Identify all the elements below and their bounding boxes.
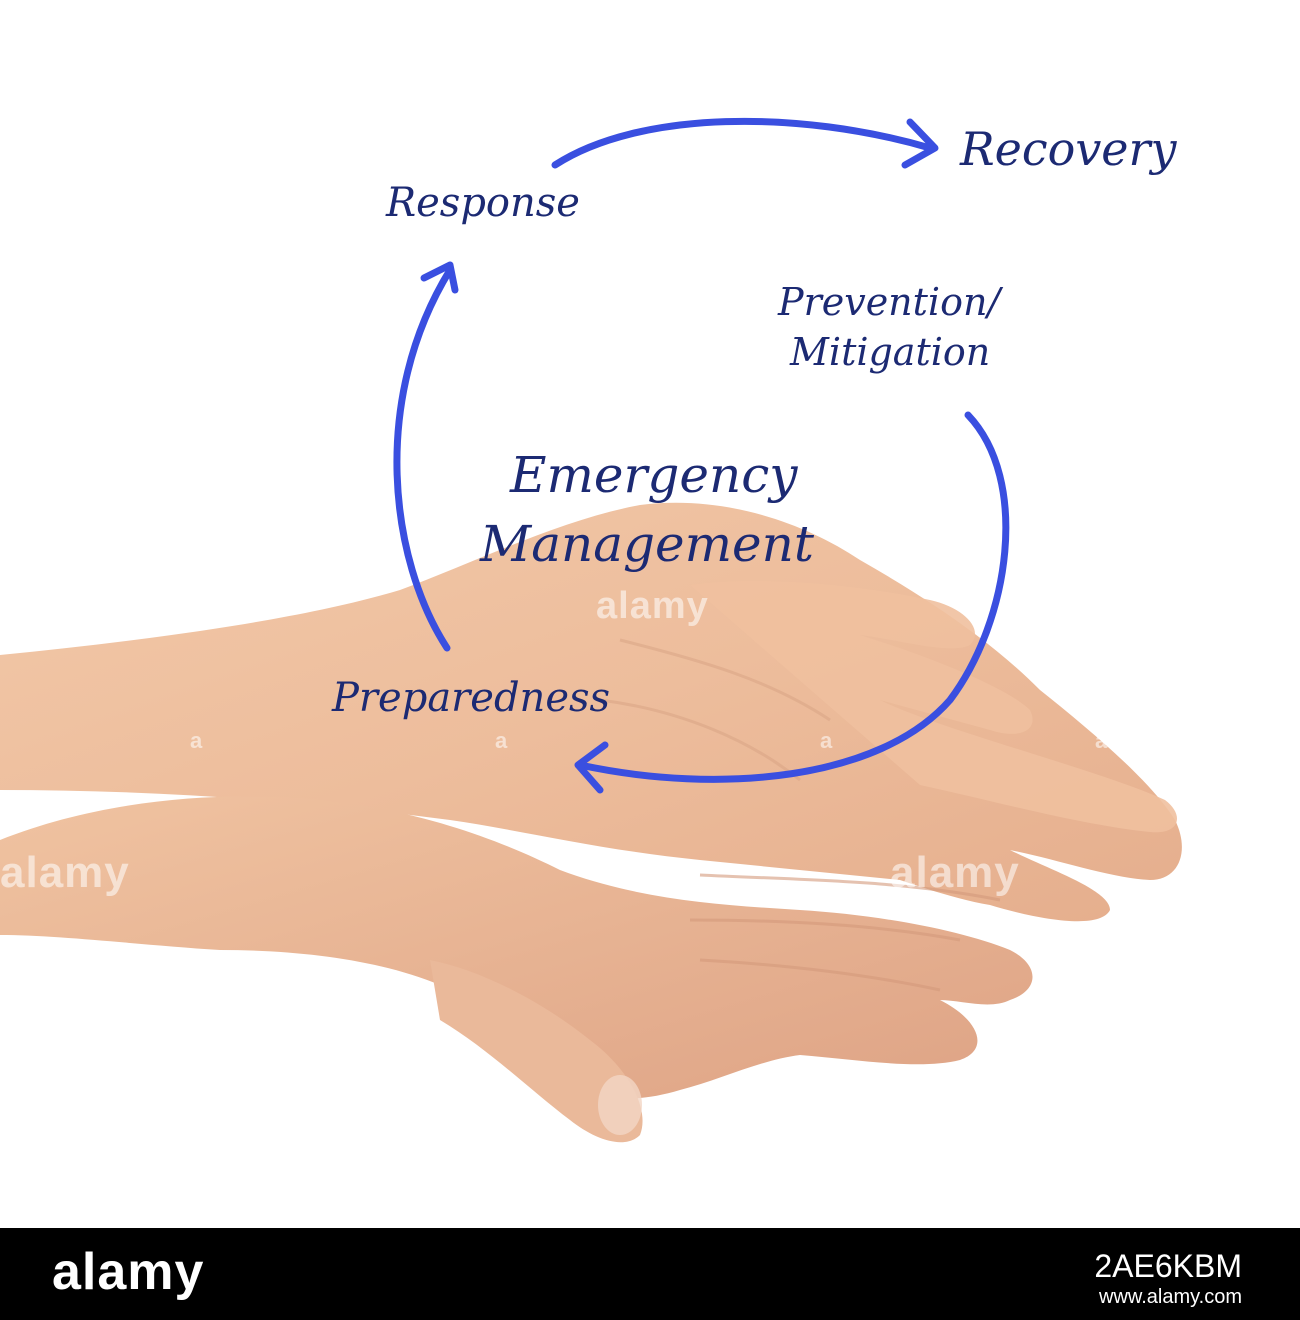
arrow-response-to-recovery <box>551 117 934 169</box>
center-title-line2: Management <box>480 515 814 573</box>
label-recovery: Recovery <box>960 122 1177 176</box>
hands-photo <box>0 502 1182 1143</box>
watermark-left: alamy <box>0 848 130 897</box>
arrow-prevention-to-preparedness <box>576 411 1010 783</box>
cycle-arrows <box>393 117 1010 794</box>
label-prevention-line1: Prevention/ <box>778 280 1001 324</box>
center-title-line1: Emergency <box>510 446 798 504</box>
label-preparedness: Preparedness <box>332 675 611 721</box>
site-url: www.alamy.com <box>1099 1286 1242 1308</box>
watermark-mark-4: a <box>1095 728 1108 753</box>
watermark-right: alamy <box>890 848 1020 897</box>
arrowhead-response <box>420 261 459 294</box>
arrow-preparedness-to-response <box>393 266 454 652</box>
watermark-mark-3: a <box>495 728 508 753</box>
arrowhead-recovery <box>901 118 939 169</box>
upper-fingers <box>690 580 1177 833</box>
stock-footer-bar: alamy 2AE6KBM www.alamy.com <box>0 1228 1300 1320</box>
lower-hand <box>0 796 1033 1099</box>
watermark-mark-2: a <box>820 728 833 753</box>
label-prevention-line2: Mitigation <box>790 330 991 374</box>
lower-thumb <box>430 960 643 1143</box>
watermark-mark-1: a <box>190 728 203 753</box>
image-id: 2AE6KBM <box>1094 1248 1242 1284</box>
arrowhead-preparedness <box>574 741 609 794</box>
watermark-center: alamy <box>596 585 709 627</box>
label-response: Response <box>386 180 580 226</box>
alamy-logo: alamy <box>52 1243 205 1301</box>
